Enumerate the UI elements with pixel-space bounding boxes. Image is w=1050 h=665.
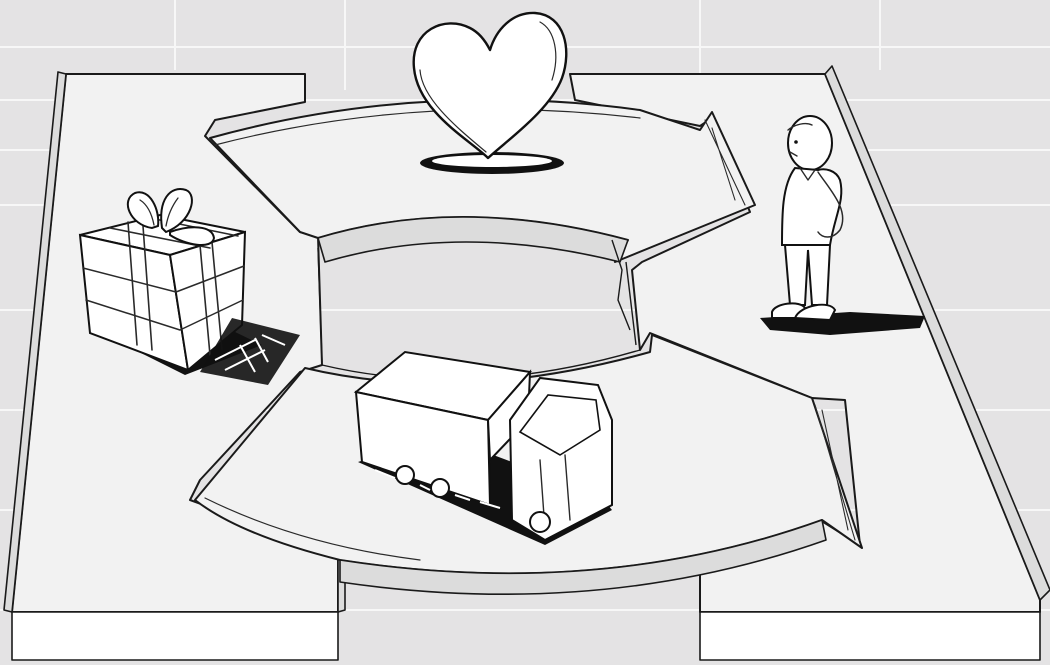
top-arrow — [209, 98, 756, 263]
truck-icon — [353, 350, 613, 545]
person-icon — [760, 115, 925, 335]
gift-icon — [78, 188, 300, 385]
heart-icon — [412, 11, 568, 174]
